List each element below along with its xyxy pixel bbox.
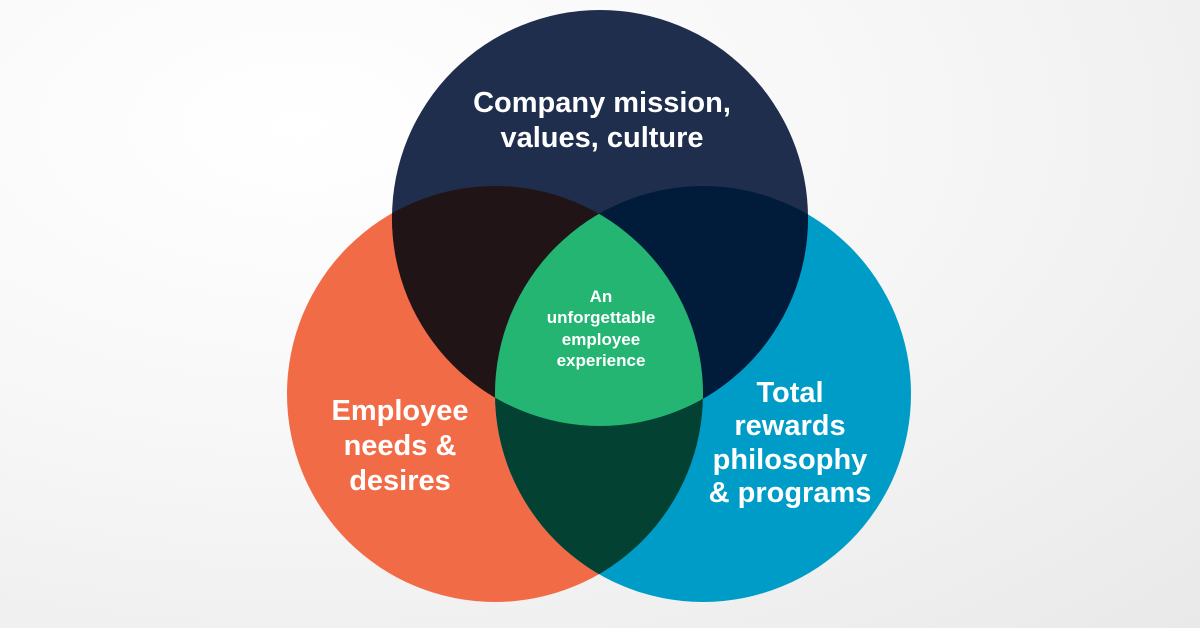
employee-label-line-2: needs & (343, 429, 457, 462)
center-label-line-1: An (589, 287, 613, 306)
center-label-line-2: unforgettable (546, 308, 656, 328)
rewards-label-line-3: philosophy (712, 443, 868, 476)
rewards-label-line-2: rewards (734, 410, 846, 443)
employee-label-line-3: desires (349, 464, 451, 497)
rewards-label-line-1: Total (756, 377, 824, 409)
center-label-line-3: employee (561, 329, 641, 349)
employee-label: Employee needs & desires (300, 394, 500, 498)
company-label: Company mission, values, culture (400, 86, 804, 157)
rewards-label-line-4: & programs (708, 477, 872, 510)
center-label: An unforgettable employee experience (510, 286, 692, 371)
center-label-line-4: experience (556, 350, 646, 370)
company-label-line-1: Company mission, (473, 87, 731, 119)
employee-label-line-1: Employee (331, 395, 469, 427)
company-label-line-2: values, culture (500, 122, 704, 155)
rewards-label: Total rewards philosophy & programs (700, 377, 880, 510)
overlap-center (495, 186, 703, 426)
